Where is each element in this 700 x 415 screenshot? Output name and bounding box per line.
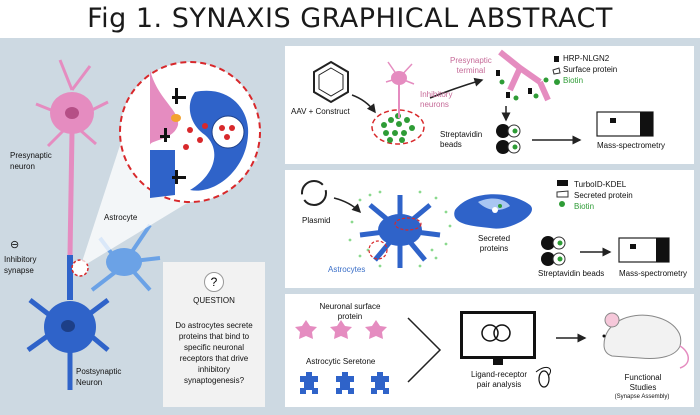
panel-presynaptic-labeling xyxy=(285,46,694,164)
astrocytic-label: Astrocytic Seretone xyxy=(306,357,376,366)
legend-turboid: TurboID-KDEL xyxy=(574,180,627,189)
streptavidin-beads-label-2: Streptavidin beads xyxy=(538,269,605,278)
synapse-assembly-label: (Synapse Assembly) xyxy=(614,394,670,400)
astrocyte-label: Astrocyte xyxy=(104,213,138,222)
mass-spec-label-1: Mass-spectrometry xyxy=(597,141,666,150)
astrocytes-label: Astrocytes xyxy=(328,265,366,274)
legend-surface-protein: Surface protein xyxy=(563,65,618,74)
postsynaptic-neuron-drawing xyxy=(26,255,110,390)
panel-astrocyte-secretome xyxy=(285,170,694,288)
presynaptic-neuron-drawing xyxy=(35,59,109,256)
mass-spec-label-2: Mass-spectrometry xyxy=(619,269,688,278)
astrocyte-drawing xyxy=(90,223,161,292)
question-title: QUESTION xyxy=(193,296,235,305)
page-title: Fig 1. SYNAXIS GRAPHICAL ABSTRACT xyxy=(87,3,613,34)
legend-biotin: Biotin xyxy=(563,76,584,85)
legend-secreted-protein: Secreted protein xyxy=(574,191,633,200)
legend-hrp-nlgn2: HRP-NLGN2 xyxy=(563,54,610,63)
question-mark-icon: ? xyxy=(204,272,224,292)
aav-construct-label: AAV + Construct xyxy=(291,107,350,116)
inhibitory-icon: ⊖ xyxy=(10,239,20,251)
legend-biotin-2: Biotin xyxy=(574,202,595,211)
plasmid-label: Plasmid xyxy=(302,216,331,225)
